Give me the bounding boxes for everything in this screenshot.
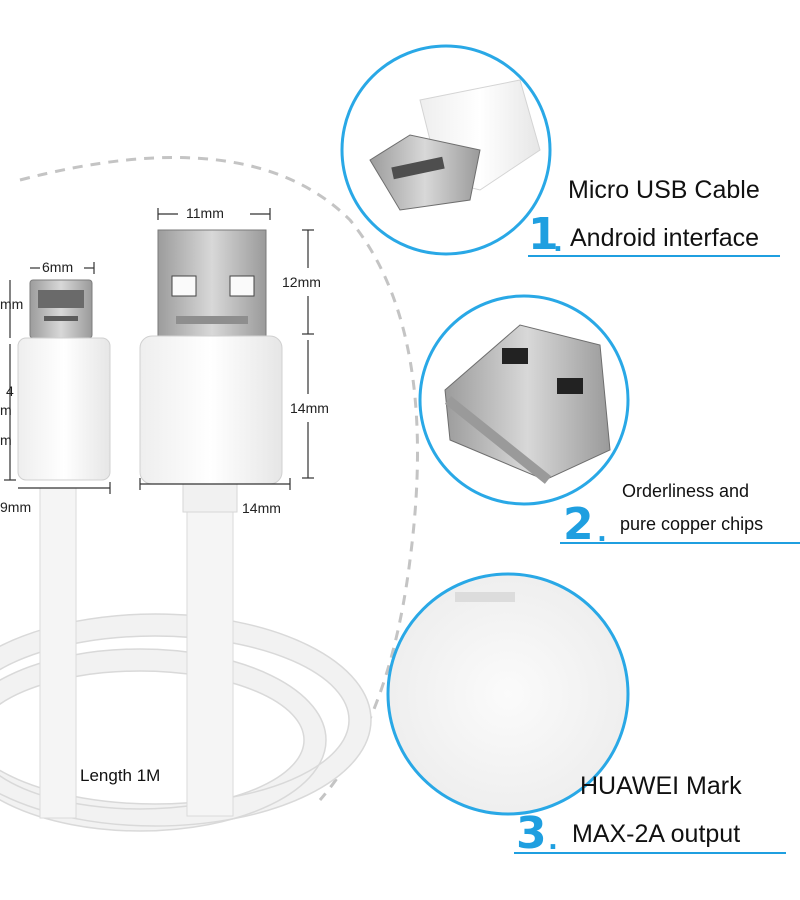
feature-3-line2: MAX-2A output	[572, 820, 741, 848]
feature-2-dot: .	[597, 518, 607, 548]
feature-1-dot: .	[553, 228, 563, 258]
dashed-arc	[19, 156, 419, 801]
usb-cable	[186, 485, 234, 817]
feature-circle-1	[340, 44, 552, 256]
feature-1-underline	[528, 255, 780, 257]
usb-body-height-label: 14mm	[290, 400, 329, 416]
micro-cable	[39, 487, 77, 819]
micro-body-label-c: m	[0, 432, 12, 448]
feature-3-line1: HUAWEI Mark	[580, 772, 742, 800]
feature-circle-3	[386, 572, 630, 816]
feature-2-line1: Orderliness and	[622, 481, 750, 501]
feature-1-line2: Android interface	[570, 224, 760, 252]
usb-width-label: 11mm	[186, 205, 224, 221]
feature-1-line1: Micro USB Cable	[568, 176, 760, 204]
feature-3-dot: .	[548, 826, 558, 856]
feature-2-underline	[560, 542, 800, 544]
feature-2-line2: pure copper chips	[620, 514, 764, 534]
micro-body-label-a: 4	[6, 383, 14, 399]
feature-3-underline	[514, 852, 786, 854]
usb-plug-height-label: 12mm	[282, 274, 321, 290]
feature-3-number: 3	[516, 808, 547, 859]
micro-base-label: 9mm	[0, 499, 32, 515]
feature-circle-2	[418, 294, 630, 506]
micro-height-label: mm	[0, 296, 24, 312]
micro-width-label: 6mm	[42, 259, 74, 275]
usb-a-connector	[139, 229, 283, 485]
cable-length-label: Length 1M	[80, 766, 161, 785]
feature-2-number: 2	[563, 499, 594, 550]
micro-body-label-b: m	[0, 402, 12, 418]
micro-usb-connector	[17, 279, 111, 481]
feature-1-number: 1	[528, 209, 559, 260]
usb-body-width-label: 14mm	[242, 500, 281, 516]
cable-coil	[0, 614, 371, 831]
